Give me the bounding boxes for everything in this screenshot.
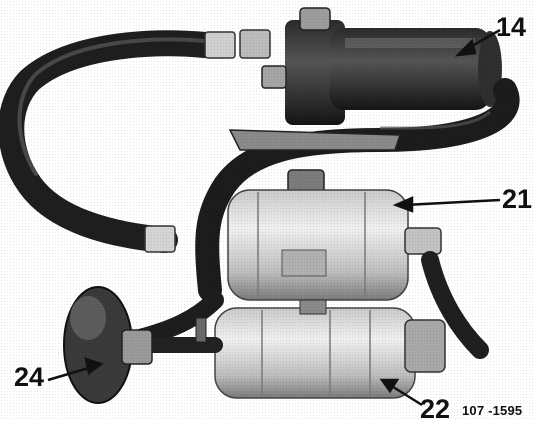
figure-reference-number: 107 -1595 — [462, 403, 523, 418]
leader-arrow-21 — [392, 196, 414, 213]
callout-label-22: 22 — [420, 394, 451, 424]
callout-label-21: 21 — [502, 184, 533, 214]
leader-arrow-22 — [379, 378, 400, 394]
leader-lines — [47, 28, 501, 407]
leader-arrow-24 — [84, 357, 104, 376]
leader-line-22 — [389, 383, 423, 407]
callout-label-24: 24 — [14, 362, 45, 392]
leader-line-24 — [47, 365, 93, 382]
leader-arrow-14 — [454, 38, 477, 57]
callout-label-14: 14 — [496, 12, 527, 42]
leader-line-21 — [404, 198, 501, 207]
